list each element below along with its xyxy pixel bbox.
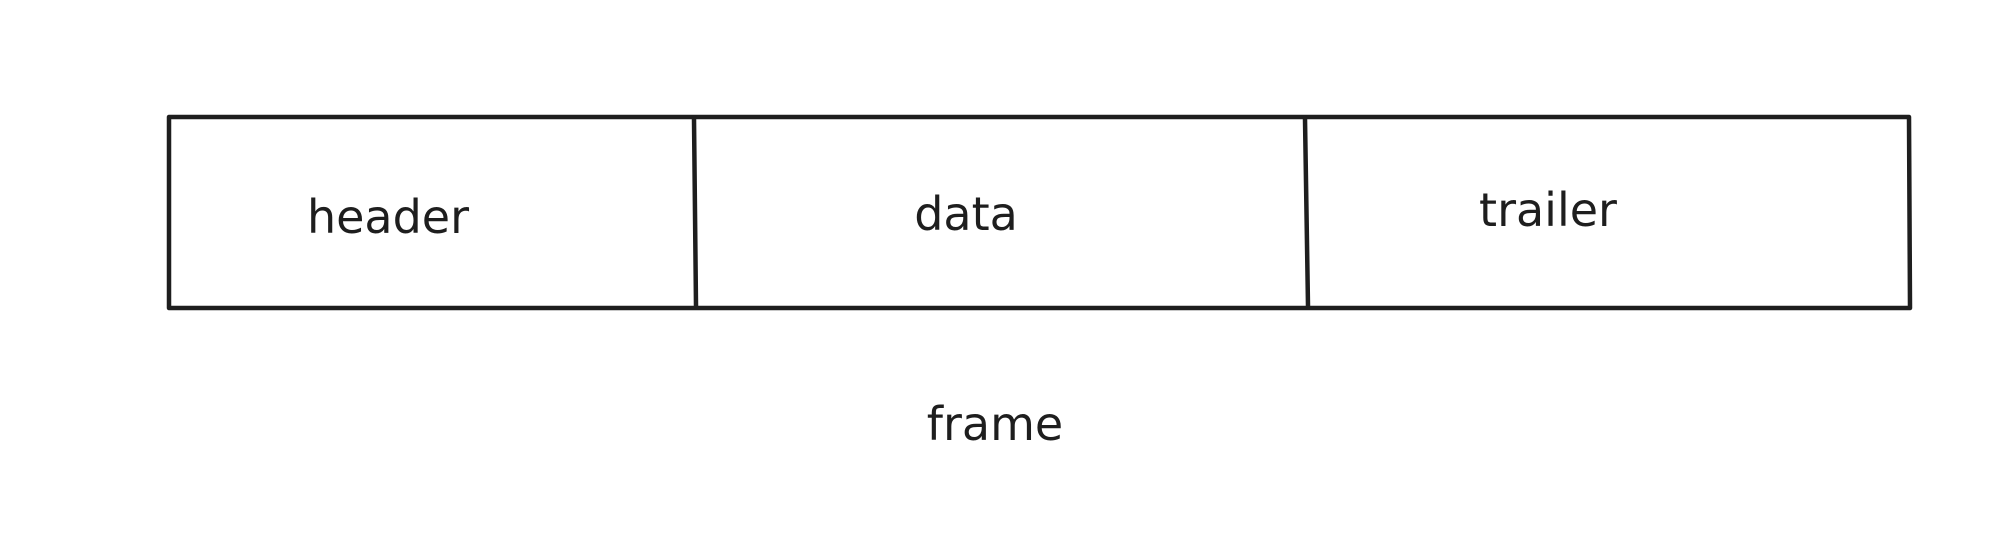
divider-header-data <box>691 116 699 309</box>
segment-label-data: data <box>914 187 1018 241</box>
frame-box <box>166 114 1913 311</box>
frame-caption: frame <box>927 397 1063 451</box>
frame-box-outline <box>166 114 1913 311</box>
divider-data-trailer <box>1302 116 1311 309</box>
segment-label-trailer: trailer <box>1479 183 1617 237</box>
segment-label-header: header <box>307 190 469 244</box>
